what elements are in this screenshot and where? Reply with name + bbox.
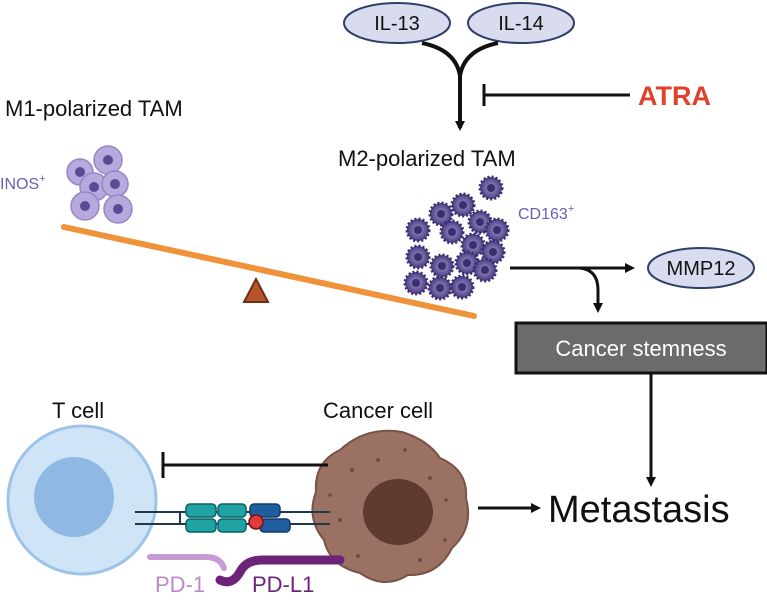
seesaw-fulcrum bbox=[242, 276, 270, 303]
m1-title: M1-polarized TAM bbox=[5, 96, 183, 121]
pdl1-label: PD-L1 bbox=[252, 572, 314, 597]
m2-title: M2-polarized TAM bbox=[338, 146, 516, 171]
il14-label: IL-14 bbox=[498, 13, 544, 35]
tcell-label: T cell bbox=[52, 398, 104, 423]
m2-to-stemness-arrow bbox=[579, 266, 603, 313]
metastasis-label: Metastasis bbox=[548, 489, 730, 531]
atra-label: ATRA bbox=[638, 81, 711, 111]
cancer-cell bbox=[311, 429, 470, 583]
receptor-complex bbox=[135, 503, 330, 533]
cytokine-merge-arrow bbox=[421, 41, 499, 128]
seesaw-beam bbox=[61, 224, 477, 319]
cancer-cell-label: Cancer cell bbox=[323, 398, 433, 423]
m2-marker: CD163+ bbox=[518, 203, 574, 223]
il13-node: IL-13 bbox=[343, 2, 451, 44]
pdl1-ligand bbox=[215, 555, 345, 587]
il13-label: IL-13 bbox=[374, 13, 420, 35]
m1-marker: INOS+ bbox=[0, 173, 46, 193]
stemness-label: Cancer stemness bbox=[555, 336, 726, 361]
pd1-receptor bbox=[147, 554, 227, 571]
t-cell bbox=[6, 424, 158, 576]
m2-cell-cluster bbox=[403, 175, 510, 301]
cancer-inhibits-tcell bbox=[161, 452, 328, 478]
mmp12-node: MMP12 bbox=[647, 247, 755, 289]
pd1-label: PD-1 bbox=[155, 572, 205, 597]
stemness-box: Cancer stemness bbox=[514, 321, 767, 375]
atra-inhibition bbox=[482, 84, 630, 106]
il14-node: IL-14 bbox=[467, 2, 575, 44]
m1-cell-cluster bbox=[66, 145, 133, 224]
mmp12-label: MMP12 bbox=[667, 258, 736, 280]
